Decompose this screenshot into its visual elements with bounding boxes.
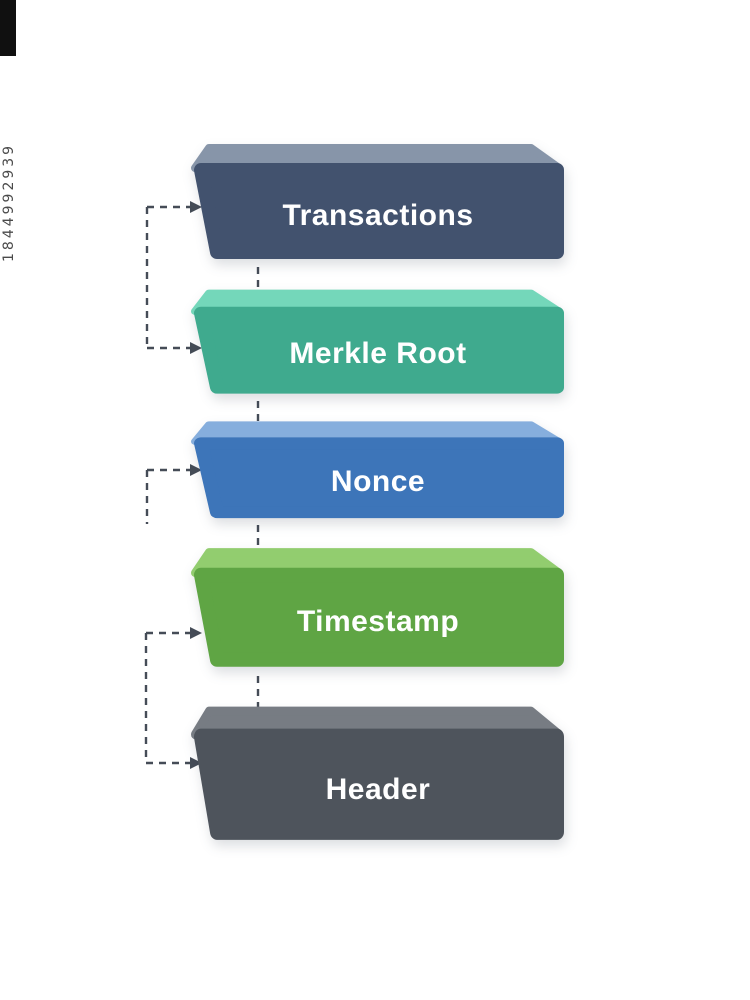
block-label: Nonce bbox=[330, 464, 426, 498]
watermark-corner-mark bbox=[0, 0, 16, 56]
block-3d-shape bbox=[191, 706, 564, 840]
block-front-face bbox=[194, 163, 564, 259]
block-front-face bbox=[194, 437, 564, 519]
block-label: Transactions bbox=[282, 198, 474, 232]
block-label: Merkle Root bbox=[289, 337, 467, 371]
watermark-id-text: 1844992939 bbox=[1, 142, 17, 262]
block-label: Header bbox=[325, 772, 431, 806]
block-merkle-root: Merkle Root bbox=[183, 286, 573, 400]
block-front-face bbox=[194, 306, 564, 394]
block-front-face bbox=[194, 567, 564, 667]
block-label: Timestamp bbox=[296, 605, 460, 638]
block-3d-shape bbox=[191, 548, 564, 667]
block-3d-shape bbox=[191, 421, 564, 519]
block-3d-shape bbox=[191, 144, 564, 259]
block-3d-shape bbox=[191, 289, 564, 394]
block-front-face bbox=[194, 728, 564, 840]
block-transactions: Transactions bbox=[183, 140, 573, 266]
block-timestamp: Timestamp bbox=[183, 544, 573, 674]
block-header: Header bbox=[183, 702, 573, 848]
block-nonce: Nonce bbox=[183, 418, 573, 524]
